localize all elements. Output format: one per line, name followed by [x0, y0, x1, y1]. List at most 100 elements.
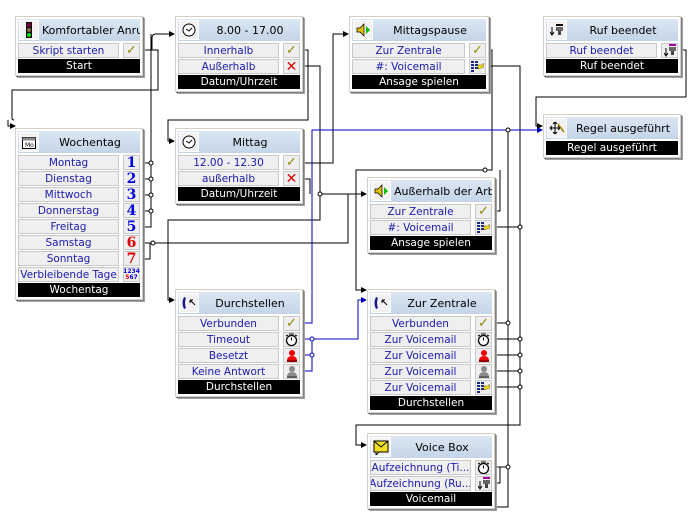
- check-icon[interactable]: ✓: [283, 43, 300, 58]
- hangup-icon[interactable]: [661, 43, 678, 58]
- node-header[interactable]: Außerhalb der Arb...: [370, 180, 492, 202]
- node-start[interactable]: Komfortabler Anru... Skript starten ✓ St…: [15, 16, 143, 76]
- node-header[interactable]: Regel ausgeführt: [546, 117, 678, 139]
- node-after-hours-announcement[interactable]: Außerhalb der Arb... Zur Zentrale ✓ #: V…: [367, 177, 495, 253]
- output-label: Außerhalb: [178, 59, 279, 74]
- node-transfer-reception[interactable]: Zur Zentrale Verbunden ✓ Zur Voicemail Z…: [367, 289, 495, 413]
- stopwatch-icon[interactable]: [475, 460, 492, 475]
- no-answer-person-icon[interactable]: [475, 364, 492, 379]
- node-output-row[interactable]: außerhalb ✕: [178, 171, 300, 186]
- hangup-icon[interactable]: [475, 476, 492, 491]
- node-output-row[interactable]: Freitag 5: [18, 219, 140, 234]
- cross-icon[interactable]: ✕: [283, 171, 300, 186]
- node-output-row[interactable]: Zur Voicemail: [370, 348, 492, 363]
- day-number-icon[interactable]: 2: [123, 171, 140, 186]
- node-type-label: Datum/Uhrzeit: [178, 75, 300, 89]
- node-header[interactable]: Komfortabler Anru...: [18, 19, 140, 41]
- node-header[interactable]: Mo Wochentag: [18, 131, 140, 153]
- node-header[interactable]: Zur Zentrale: [370, 292, 492, 314]
- node-output-row[interactable]: 12.00 - 12.30 ✓: [178, 155, 300, 170]
- day-number-icon[interactable]: 6: [123, 235, 140, 250]
- output-label: Mittwoch: [18, 187, 119, 202]
- node-output-row[interactable]: Zur Voicemail: [370, 380, 492, 395]
- node-header[interactable]: 8.00 - 17.00: [178, 19, 300, 41]
- busy-person-icon[interactable]: [283, 348, 300, 363]
- keypad-icon[interactable]: [475, 220, 492, 235]
- stopwatch-icon[interactable]: [475, 332, 492, 347]
- node-transfer[interactable]: Durchstellen Verbunden ✓ Timeout Besetzt…: [175, 289, 303, 397]
- node-output-row[interactable]: Ruf beendet: [546, 43, 678, 58]
- node-output-row[interactable]: Zur Voicemail: [370, 332, 492, 347]
- node-header[interactable]: Durchstellen: [178, 292, 300, 314]
- day-number-icon[interactable]: 1: [123, 155, 140, 170]
- node-output-row[interactable]: Verbunden ✓: [178, 316, 300, 331]
- check-icon[interactable]: ✓: [283, 316, 300, 331]
- node-type-label: Durchstellen: [370, 396, 492, 410]
- cross-icon[interactable]: ✕: [283, 59, 300, 74]
- node-output-row[interactable]: Timeout: [178, 332, 300, 347]
- check-icon[interactable]: ✓: [475, 316, 492, 331]
- node-output-row[interactable]: Zur Voicemail: [370, 364, 492, 379]
- node-output-row[interactable]: Montag 1: [18, 155, 140, 170]
- output-label: Dienstag: [18, 171, 119, 186]
- node-output-row[interactable]: Skript starten ✓: [18, 43, 140, 58]
- node-time-range-lunch[interactable]: Mittag 12.00 - 12.30 ✓ außerhalb ✕ Datum…: [175, 128, 303, 204]
- output-label: Zur Zentrale: [352, 43, 465, 58]
- node-output-row[interactable]: Aufzeichnung (Ti...: [370, 460, 492, 475]
- node-output-row[interactable]: Zur Zentrale ✓: [352, 43, 486, 58]
- node-output-row[interactable]: Samstag 6: [18, 235, 140, 250]
- no-answer-person-icon[interactable]: [283, 364, 300, 379]
- node-header[interactable]: Ruf beendet: [546, 19, 678, 41]
- node-header[interactable]: Mittag: [178, 131, 300, 153]
- stopwatch-icon[interactable]: [283, 332, 300, 347]
- node-output-row[interactable]: Außerhalb ✕: [178, 59, 300, 74]
- busy-person-icon[interactable]: [475, 348, 492, 363]
- wire-transfer1-zentrale: [302, 297, 367, 340]
- day-number-icon[interactable]: 4: [123, 203, 140, 218]
- check-icon[interactable]: ✓: [469, 43, 486, 58]
- node-lunch-announcement[interactable]: Mittagspause Zur Zentrale ✓ #: Voicemail…: [349, 16, 489, 92]
- node-output-row[interactable]: Keine Antwort: [178, 364, 300, 379]
- node-output-row[interactable]: Sonntag 7: [18, 251, 140, 266]
- output-label: Freitag: [18, 219, 119, 234]
- check-icon[interactable]: ✓: [283, 155, 300, 170]
- traffic-light-icon: [19, 20, 39, 40]
- day-number-icon[interactable]: 7: [123, 251, 140, 266]
- day-number-icon[interactable]: 3: [123, 187, 140, 202]
- node-output-row[interactable]: #: Voicemail: [370, 220, 492, 235]
- node-weekday[interactable]: Mo Wochentag Montag 1 Dienstag 2 Mittwoc…: [15, 128, 143, 300]
- node-type-label: Wochentag: [18, 283, 140, 297]
- node-output-row[interactable]: Mittwoch 3: [18, 187, 140, 202]
- node-output-row[interactable]: Dienstag 2: [18, 171, 140, 186]
- node-output-row[interactable]: Verbunden ✓: [370, 316, 492, 331]
- node-header[interactable]: Voice Box: [370, 436, 492, 458]
- node-call-ended[interactable]: Ruf beendet Ruf beendet Ruf beendet: [543, 16, 681, 76]
- day-number-icon[interactable]: 5: [123, 219, 140, 234]
- output-label: Ruf beendet: [546, 43, 657, 58]
- output-label: Donnerstag: [18, 203, 119, 218]
- node-output-row[interactable]: Donnerstag 4: [18, 203, 140, 218]
- node-header[interactable]: Mittagspause: [352, 19, 486, 41]
- output-label: Verbleibende Tage: [18, 267, 119, 282]
- output-label: Zur Voicemail: [370, 364, 471, 379]
- phone-transfer-icon: [179, 293, 199, 313]
- node-type-label: Start: [18, 59, 140, 73]
- node-output-row[interactable]: #: Voicemail: [352, 59, 486, 74]
- keypad-icon[interactable]: [469, 59, 486, 74]
- node-output-row[interactable]: Innerhalb ✓: [178, 43, 300, 58]
- check-icon[interactable]: ✓: [123, 43, 140, 58]
- node-voice-box[interactable]: Voice Box Aufzeichnung (Ti... Aufzeichnu…: [367, 433, 495, 509]
- output-label: #: Voicemail: [370, 220, 471, 235]
- calendar-icon: Mo: [19, 132, 39, 152]
- node-output-row[interactable]: Aufzeichnung (Ru...: [370, 476, 492, 491]
- keypad-icon[interactable]: [475, 380, 492, 395]
- check-icon[interactable]: ✓: [475, 204, 492, 219]
- node-output-row[interactable]: Besetzt: [178, 348, 300, 363]
- node-type-label: Regel ausgeführt: [546, 141, 678, 155]
- node-time-range-day[interactable]: 8.00 - 17.00 Innerhalb ✓ Außerhalb ✕ Dat…: [175, 16, 303, 92]
- output-label: Verbunden: [370, 316, 471, 331]
- node-rule-executed[interactable]: Regel ausgeführt Regel ausgeführt: [543, 114, 681, 158]
- node-output-row[interactable]: Zur Zentrale ✓: [370, 204, 492, 219]
